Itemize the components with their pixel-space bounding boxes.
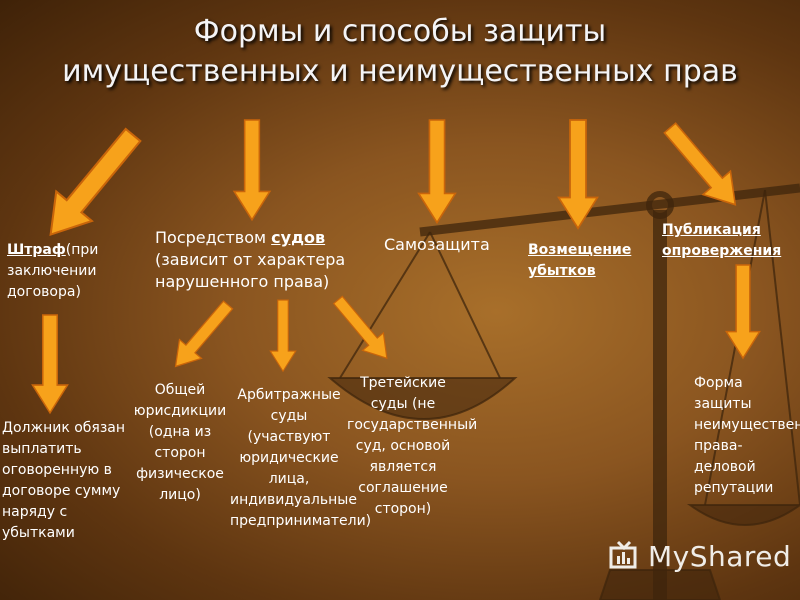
arrow-to-fine-detail: [31, 314, 69, 414]
self-defense-label: Самозащита: [384, 235, 490, 254]
publication-detail: Форма защиты неимущественного права- дел…: [694, 375, 800, 496]
courts-prefix: Посредством: [155, 228, 272, 247]
damages-label: Возмещение убытков: [528, 242, 632, 279]
publication-label: Публикация опровержения: [662, 222, 782, 259]
arrow-to-publication: [655, 115, 750, 218]
general-jurisdiction-court: Общей юрисдикции (одна из сторон физичес…: [133, 382, 227, 503]
fine-note: (при заключении договора): [7, 242, 99, 300]
arrow-to-self-defense: [417, 119, 457, 224]
arrow-to-damages: [557, 119, 599, 230]
myshared-logo-icon: [609, 540, 637, 569]
title-line-1: Формы и способы защиты: [193, 14, 607, 49]
fine-term: Штраф: [7, 242, 66, 258]
myshared-logo: MyShared: [608, 536, 791, 576]
arrow-to-general-court: [163, 294, 240, 377]
arrow-to-publication-detail: [725, 264, 761, 359]
title-line-2: имущественных и неимущественных прав: [62, 54, 738, 89]
courts-note: (зависит от характера нарушенного права): [155, 250, 346, 291]
fine-detail: Должник обязан выплатить оговоренную в д…: [2, 420, 126, 541]
arrow-to-courts: [233, 119, 271, 221]
arbitration-court: Арбитражные суды (участвуют юридические …: [230, 387, 372, 529]
treteyskie-court: Третейские суды (не государственный суд,…: [347, 375, 478, 517]
courts-label: Посредством судов (зависит от характера …: [155, 227, 380, 293]
page-title: Формы и способы защиты имущественных и н…: [0, 12, 800, 92]
fine-label: Штраф(при заключении договора): [7, 240, 122, 303]
courts-term: судов: [271, 228, 326, 247]
arrow-to-arbitration-court: [269, 299, 297, 372]
myshared-logo-text: MyShared: [648, 539, 792, 573]
arrow-to-fine: [31, 119, 152, 251]
arrow-to-treteyskie-court: [326, 290, 398, 368]
